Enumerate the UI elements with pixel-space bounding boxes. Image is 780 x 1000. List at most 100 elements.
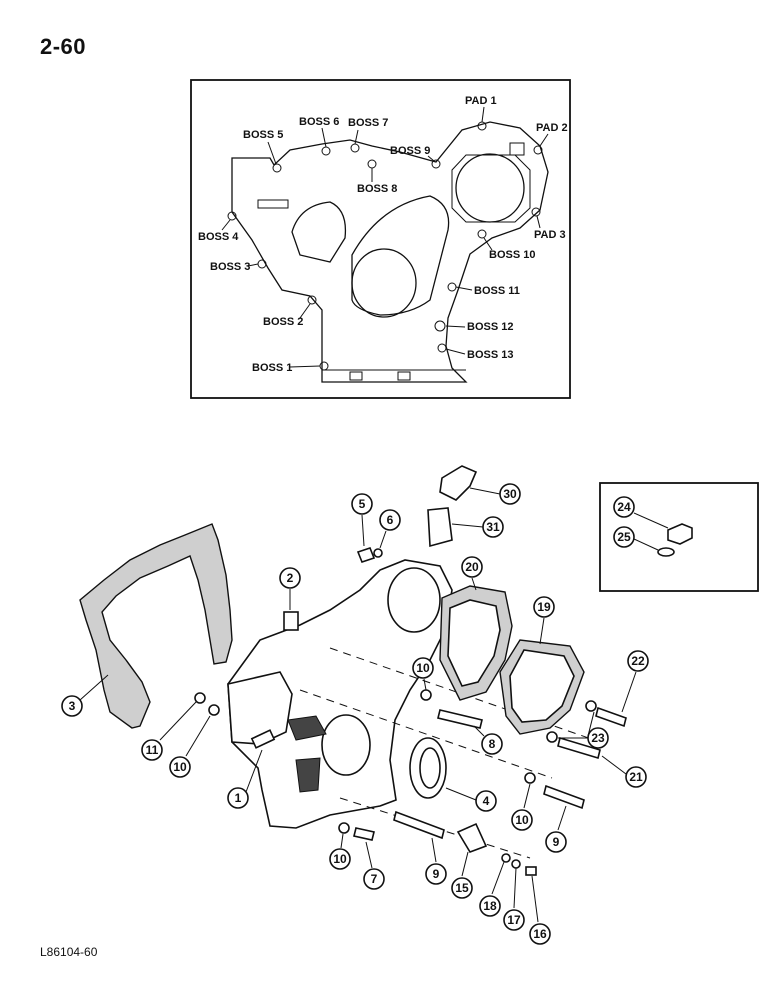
cover-casting: [227, 559, 453, 829]
dowel-pin-installed: [250, 729, 276, 749]
label-boss-10: BOSS 10: [489, 249, 535, 261]
label-boss-8: BOSS 8: [357, 183, 397, 195]
callout-4: 4: [483, 794, 490, 808]
leader-23a: [587, 711, 595, 737]
leader-7: [365, 841, 373, 869]
inset-drain-plug: [599, 482, 759, 592]
pump-bore: [387, 567, 441, 633]
callout-15-circle: [451, 877, 473, 899]
boss12-hole: [434, 320, 446, 332]
callout-24-circle: [613, 496, 635, 518]
boss10-hole: [477, 229, 487, 239]
leader-15: [461, 851, 469, 877]
leader-10-top: [423, 678, 427, 691]
boss5-hole: [272, 163, 282, 173]
callout-8-circle: [481, 733, 503, 755]
callout-22: 22: [631, 654, 645, 668]
washer-10-top: [420, 689, 432, 701]
callout-10-top-circle: [412, 657, 434, 679]
figure-code: L86104-60: [40, 945, 98, 959]
inset-boss-locations: PAD 1 PAD 2 PAD 3 BOSS 5 BOSS 6 BOSS 7 B…: [190, 79, 571, 399]
callout-9-right-circle: [545, 831, 567, 853]
alignment-line-2: [299, 689, 553, 779]
washer-10-left: [208, 704, 220, 716]
callout-19-circle: [533, 596, 555, 618]
bolt-9-lower: [393, 810, 445, 840]
rear-gasket: [79, 523, 233, 729]
fill-tube: [427, 507, 453, 548]
bolt-21: [557, 736, 601, 760]
cover-mounting-flange: [227, 671, 293, 745]
callout-25: 25: [617, 530, 631, 544]
washer-23-lower: [546, 731, 558, 743]
boss9-hole: [431, 159, 441, 169]
leader-19: [539, 617, 545, 645]
callout-21: 21: [629, 770, 643, 784]
drain-washer: [657, 547, 675, 557]
callout-17-circle: [503, 909, 525, 931]
leader-20: [471, 577, 477, 591]
leader-17: [513, 867, 517, 909]
oil-pan-rail: [321, 369, 466, 382]
label-boss-13: BOSS 13: [467, 349, 513, 361]
label-boss-3: BOSS 3: [210, 261, 250, 273]
label-pad-2: PAD 2: [536, 122, 568, 134]
callout-10-right-circle: [511, 809, 533, 831]
leader-10-right: [523, 783, 531, 809]
leader-pad-2: [539, 133, 549, 147]
boss1-hole: [319, 361, 329, 371]
leader-boss-11: [455, 286, 473, 291]
leader-31: [451, 523, 484, 528]
side-window: [291, 201, 347, 263]
leader-24: [633, 512, 669, 529]
washer-10-right: [524, 772, 536, 784]
pad1-hole: [477, 121, 487, 131]
front-seal-inner: [419, 747, 441, 789]
callout-25-circle: [613, 526, 635, 548]
callout-23-circle: [587, 727, 609, 749]
leader-boss-12: [445, 325, 466, 328]
leader-6: [379, 530, 387, 549]
callout-10-top: 10: [416, 661, 430, 675]
leader-boss-5: [267, 141, 277, 165]
leader-pad-3: [536, 215, 541, 229]
callout-30-circle: [499, 483, 521, 505]
callout-15: 15: [455, 881, 469, 895]
callout-7: 7: [371, 872, 378, 886]
leader-10-bottom: [340, 833, 344, 849]
callout-9-lower-circle: [425, 863, 447, 885]
rail-tab-1: [349, 371, 363, 381]
label-boss-6: BOSS 6: [299, 116, 339, 128]
rail-tab-2: [397, 371, 411, 381]
cover-plate-face: [509, 649, 575, 723]
callout-8: 8: [489, 737, 496, 751]
inset-frame: [190, 79, 571, 399]
leader-21: [601, 755, 627, 775]
callout-9-right: 9: [553, 835, 560, 849]
leader-3: [79, 674, 109, 701]
small-bolt: [356, 547, 376, 563]
boss11-hole: [447, 282, 457, 292]
bolt-7: [353, 827, 375, 841]
callout-3-circle: [61, 695, 83, 717]
callout-20: 20: [465, 560, 479, 574]
leader-boss-9: [427, 155, 435, 162]
leader-8: [473, 725, 485, 737]
label-boss-4: BOSS 4: [198, 231, 239, 243]
leader-16: [531, 875, 539, 923]
callout-11: 11: [146, 743, 159, 757]
leader-22: [621, 671, 637, 713]
callout-2: 2: [287, 571, 294, 585]
boss8-hole: [367, 159, 377, 169]
leader-pad-1: [481, 106, 485, 123]
boss13-hole: [437, 343, 447, 353]
leader-boss-4: [221, 219, 231, 231]
callout-31: 31: [486, 520, 500, 534]
boss6-hole: [321, 146, 331, 156]
callout-16: 16: [533, 927, 547, 941]
callout-2-circle: [279, 567, 301, 589]
boss2-hole: [307, 295, 317, 305]
callout-6: 6: [387, 513, 394, 527]
callout-20-circle: [461, 556, 483, 578]
